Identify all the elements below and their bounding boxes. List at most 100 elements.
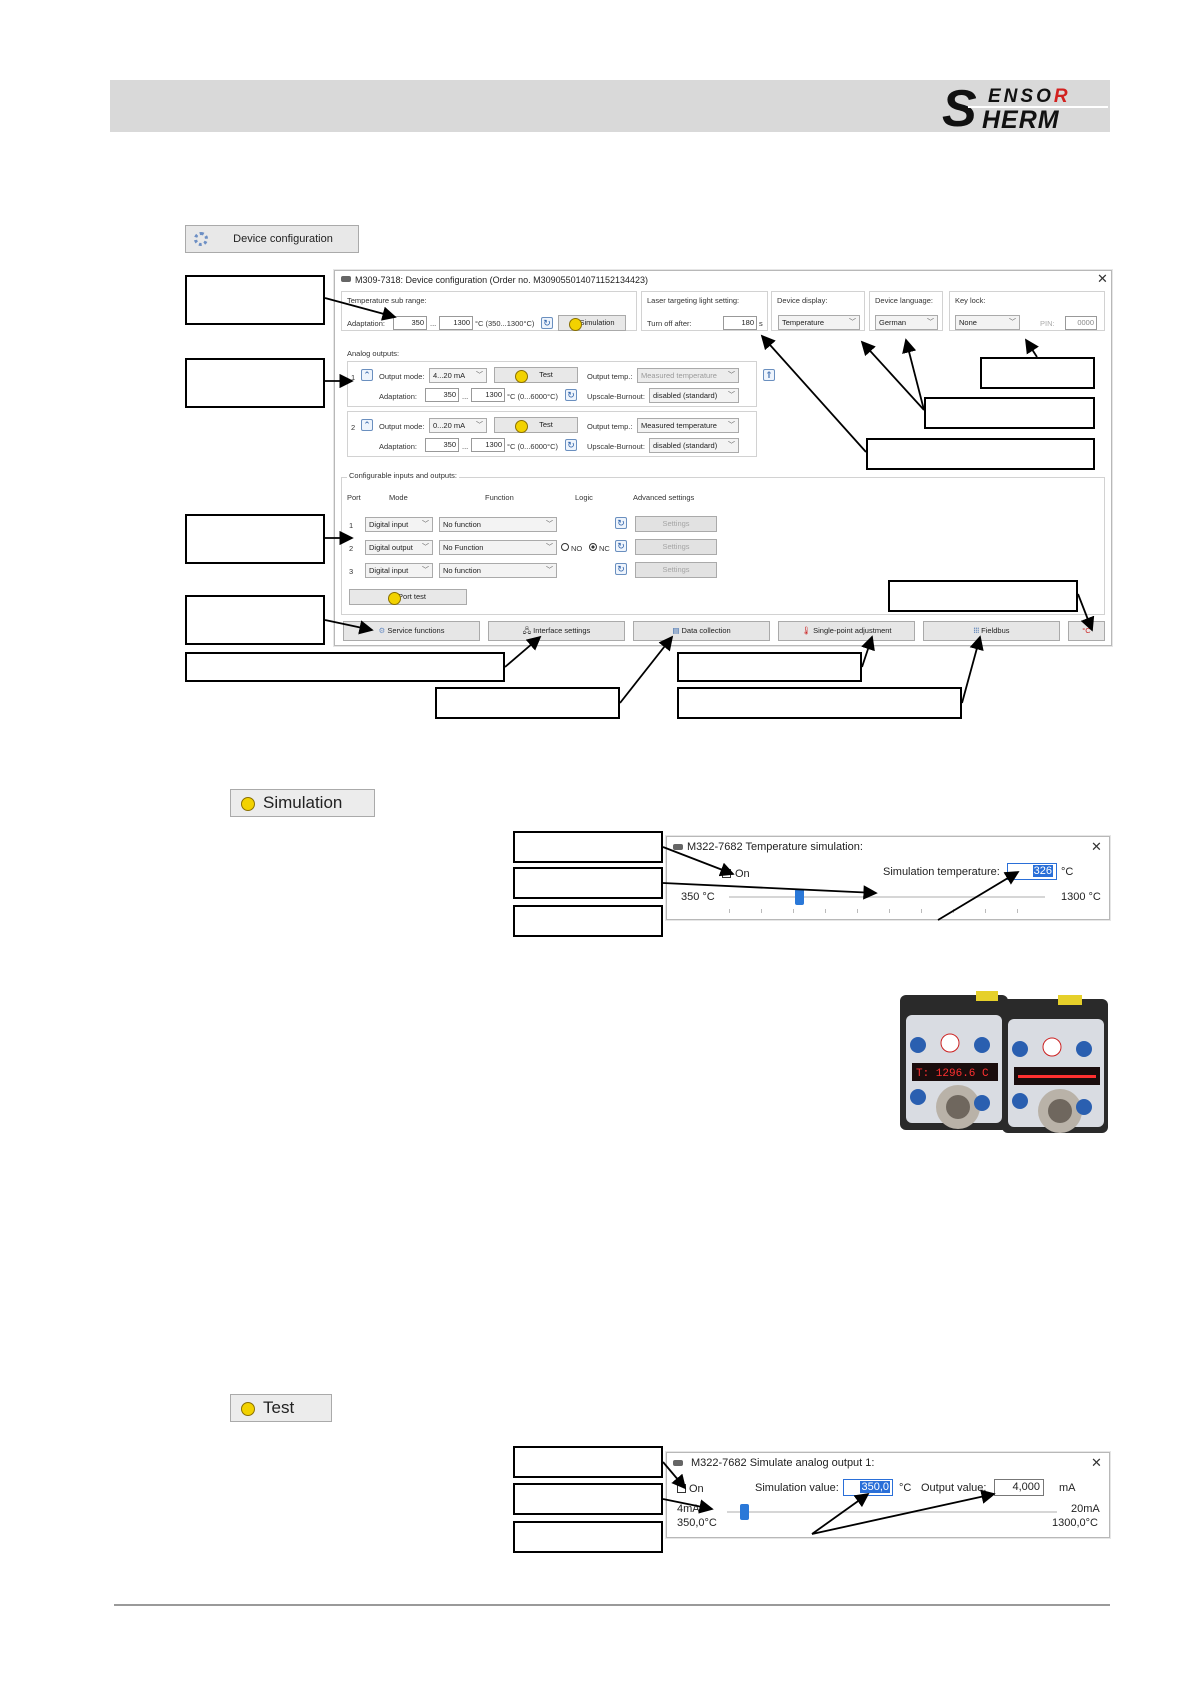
port-test-button[interactable]: Port test	[349, 589, 467, 605]
io-mode-select[interactable]: Digital output﹀	[365, 540, 433, 555]
test-open-button[interactable]: Test	[494, 417, 578, 433]
service-functions-button[interactable]: ⚙ Service functions	[343, 621, 480, 641]
slider-min-label: 350 °C	[681, 891, 715, 903]
close-icon[interactable]: ✕	[1091, 839, 1102, 854]
callout-box	[185, 358, 325, 408]
reset-icon[interactable]: ↻	[541, 317, 553, 329]
io-header-logic: Logic	[575, 493, 593, 502]
output-temp-select[interactable]: Measured temperature﹀	[637, 418, 739, 433]
io-settings-button[interactable]: Settings	[635, 516, 717, 532]
simulation-value-unit: °C	[899, 1482, 912, 1494]
io-function-select[interactable]: No function ﹀	[439, 517, 557, 532]
callout-box	[980, 357, 1095, 389]
window-title: M322-7682 Simulate analog output 1:	[691, 1457, 875, 1469]
port-test-label: Port test	[398, 592, 426, 601]
analog-output-number: 1	[351, 373, 356, 382]
nc-radio[interactable]	[589, 543, 597, 551]
data-collection-icon: ▤	[672, 626, 682, 635]
io-function-select[interactable]: No Function﹀	[439, 540, 557, 555]
device-language-select[interactable]: German﹀	[875, 315, 938, 330]
single-point-adjustment-label: Single-point adjustment	[813, 626, 892, 635]
output-value-input[interactable]: 4,000	[994, 1479, 1044, 1496]
io-mode-select[interactable]: Digital input﹀	[365, 517, 433, 532]
test-slider-track[interactable]	[727, 1511, 1057, 1513]
adaptation-from-input[interactable]: 350	[425, 388, 459, 402]
simulation-button[interactable]: Simulation	[230, 789, 375, 817]
collapse-all-icon[interactable]: ⇑	[763, 369, 775, 381]
analog-output-row-2	[347, 411, 757, 457]
test-button[interactable]: Test	[230, 1394, 332, 1422]
device-display-select[interactable]: Temperature﹀	[778, 315, 860, 330]
upscale-burnout-label: Upscale-Burnout:	[587, 392, 645, 401]
unit-button[interactable]: °C	[1068, 621, 1105, 641]
fieldbus-button[interactable]: ⫶⫶⫶ Fieldbus	[923, 621, 1060, 641]
adaptation-to-input[interactable]: 1300	[471, 438, 505, 452]
simulation-slider-thumb[interactable]	[794, 889, 804, 905]
test-slider-thumb[interactable]	[739, 1504, 749, 1520]
simulation-on-checkbox[interactable]	[722, 869, 731, 878]
range-separator: ...	[462, 392, 469, 401]
simulation-open-button[interactable]: Simulation	[558, 315, 626, 331]
io-function-value: No function	[443, 520, 481, 529]
pin-input[interactable]: 0000	[1065, 316, 1097, 330]
simulation-button-label: Simulation	[263, 793, 343, 812]
key-lock-select[interactable]: None﹀	[955, 315, 1020, 330]
fieldbus-label: Fieldbus	[981, 626, 1010, 635]
output-mode-value: 0...20 mA	[433, 421, 466, 430]
range-to-input[interactable]: 1300	[439, 316, 473, 330]
output-temp-select[interactable]: Measured temperature﹀	[637, 368, 739, 383]
chevron-down-icon: ﹀	[422, 567, 429, 574]
adaptation-from-input[interactable]: 350	[425, 438, 459, 452]
thermometer-icon: 🌡	[801, 626, 814, 635]
adaptation-label: Adaptation:	[347, 319, 385, 328]
chevron-down-icon: ﹀	[546, 521, 553, 528]
range-from-input[interactable]: 350	[393, 316, 427, 330]
range-unit: °C (350...1300°C)	[475, 319, 535, 328]
output-mode-select[interactable]: 4...20 mA﹀	[429, 368, 487, 383]
io-settings-button[interactable]: Settings	[635, 562, 717, 578]
test-open-button[interactable]: Test	[494, 367, 578, 383]
device-language-value: German	[879, 318, 907, 327]
bulb-icon	[388, 592, 401, 605]
no-radio[interactable]	[561, 543, 569, 551]
output-temp-value: Measured temperature	[641, 371, 717, 380]
upscale-burnout-select[interactable]: disabled (standard)﹀	[649, 438, 739, 453]
io-mode-value: Digital output	[369, 543, 413, 552]
upscale-burnout-select[interactable]: disabled (standard)﹀	[649, 388, 739, 403]
io-header-function: Function	[485, 493, 514, 502]
adaptation-to-input[interactable]: 1300	[471, 388, 505, 402]
io-settings-button[interactable]: Settings	[635, 539, 717, 555]
reset-icon[interactable]: ↻	[565, 389, 577, 401]
simulation-slider-track[interactable]	[729, 896, 1045, 898]
slider-max-top-label: 20mA	[1071, 1503, 1100, 1515]
io-function-select[interactable]: No function﹀	[439, 563, 557, 578]
close-icon[interactable]: ✕	[1097, 271, 1108, 286]
simulation-value-input[interactable]: 350,0	[843, 1479, 893, 1496]
collapse-icon[interactable]: ⌃	[361, 419, 373, 431]
callout-box	[513, 1521, 663, 1553]
data-collection-button[interactable]: ▤ Data collection	[633, 621, 770, 641]
reset-icon[interactable]: ↻	[565, 439, 577, 451]
io-port-number: 3	[349, 567, 354, 576]
callout-box	[677, 687, 962, 719]
close-icon[interactable]: ✕	[1091, 1455, 1102, 1470]
io-mode-select[interactable]: Digital input﹀	[365, 563, 433, 578]
interface-settings-label: Interface settings	[533, 626, 591, 635]
laser-group	[641, 291, 768, 331]
gear-icon	[194, 232, 208, 246]
test-on-checkbox[interactable]	[677, 1484, 686, 1493]
chevron-down-icon: ﹀	[546, 567, 553, 574]
io-settings-label: Settings	[662, 519, 690, 528]
collapse-icon[interactable]: ⌃	[361, 369, 373, 381]
device-configuration-button[interactable]: Device configuration	[185, 225, 359, 253]
single-point-adjustment-button[interactable]: 🌡 Single-point adjustment	[778, 621, 915, 641]
slider-min-top-label: 4mA	[677, 1503, 700, 1515]
laser-time-input[interactable]: 180	[723, 316, 757, 330]
reset-icon[interactable]: ↻	[615, 517, 627, 529]
reset-icon[interactable]: ↻	[615, 563, 627, 575]
interface-settings-button[interactable]: 🖧 Interface settings	[488, 621, 625, 641]
output-mode-select[interactable]: 0...20 mA ﹀	[429, 418, 487, 433]
simulation-temperature-input[interactable]: 326	[1007, 863, 1057, 880]
chevron-down-icon: ﹀	[476, 422, 483, 429]
reset-icon[interactable]: ↻	[615, 540, 627, 552]
